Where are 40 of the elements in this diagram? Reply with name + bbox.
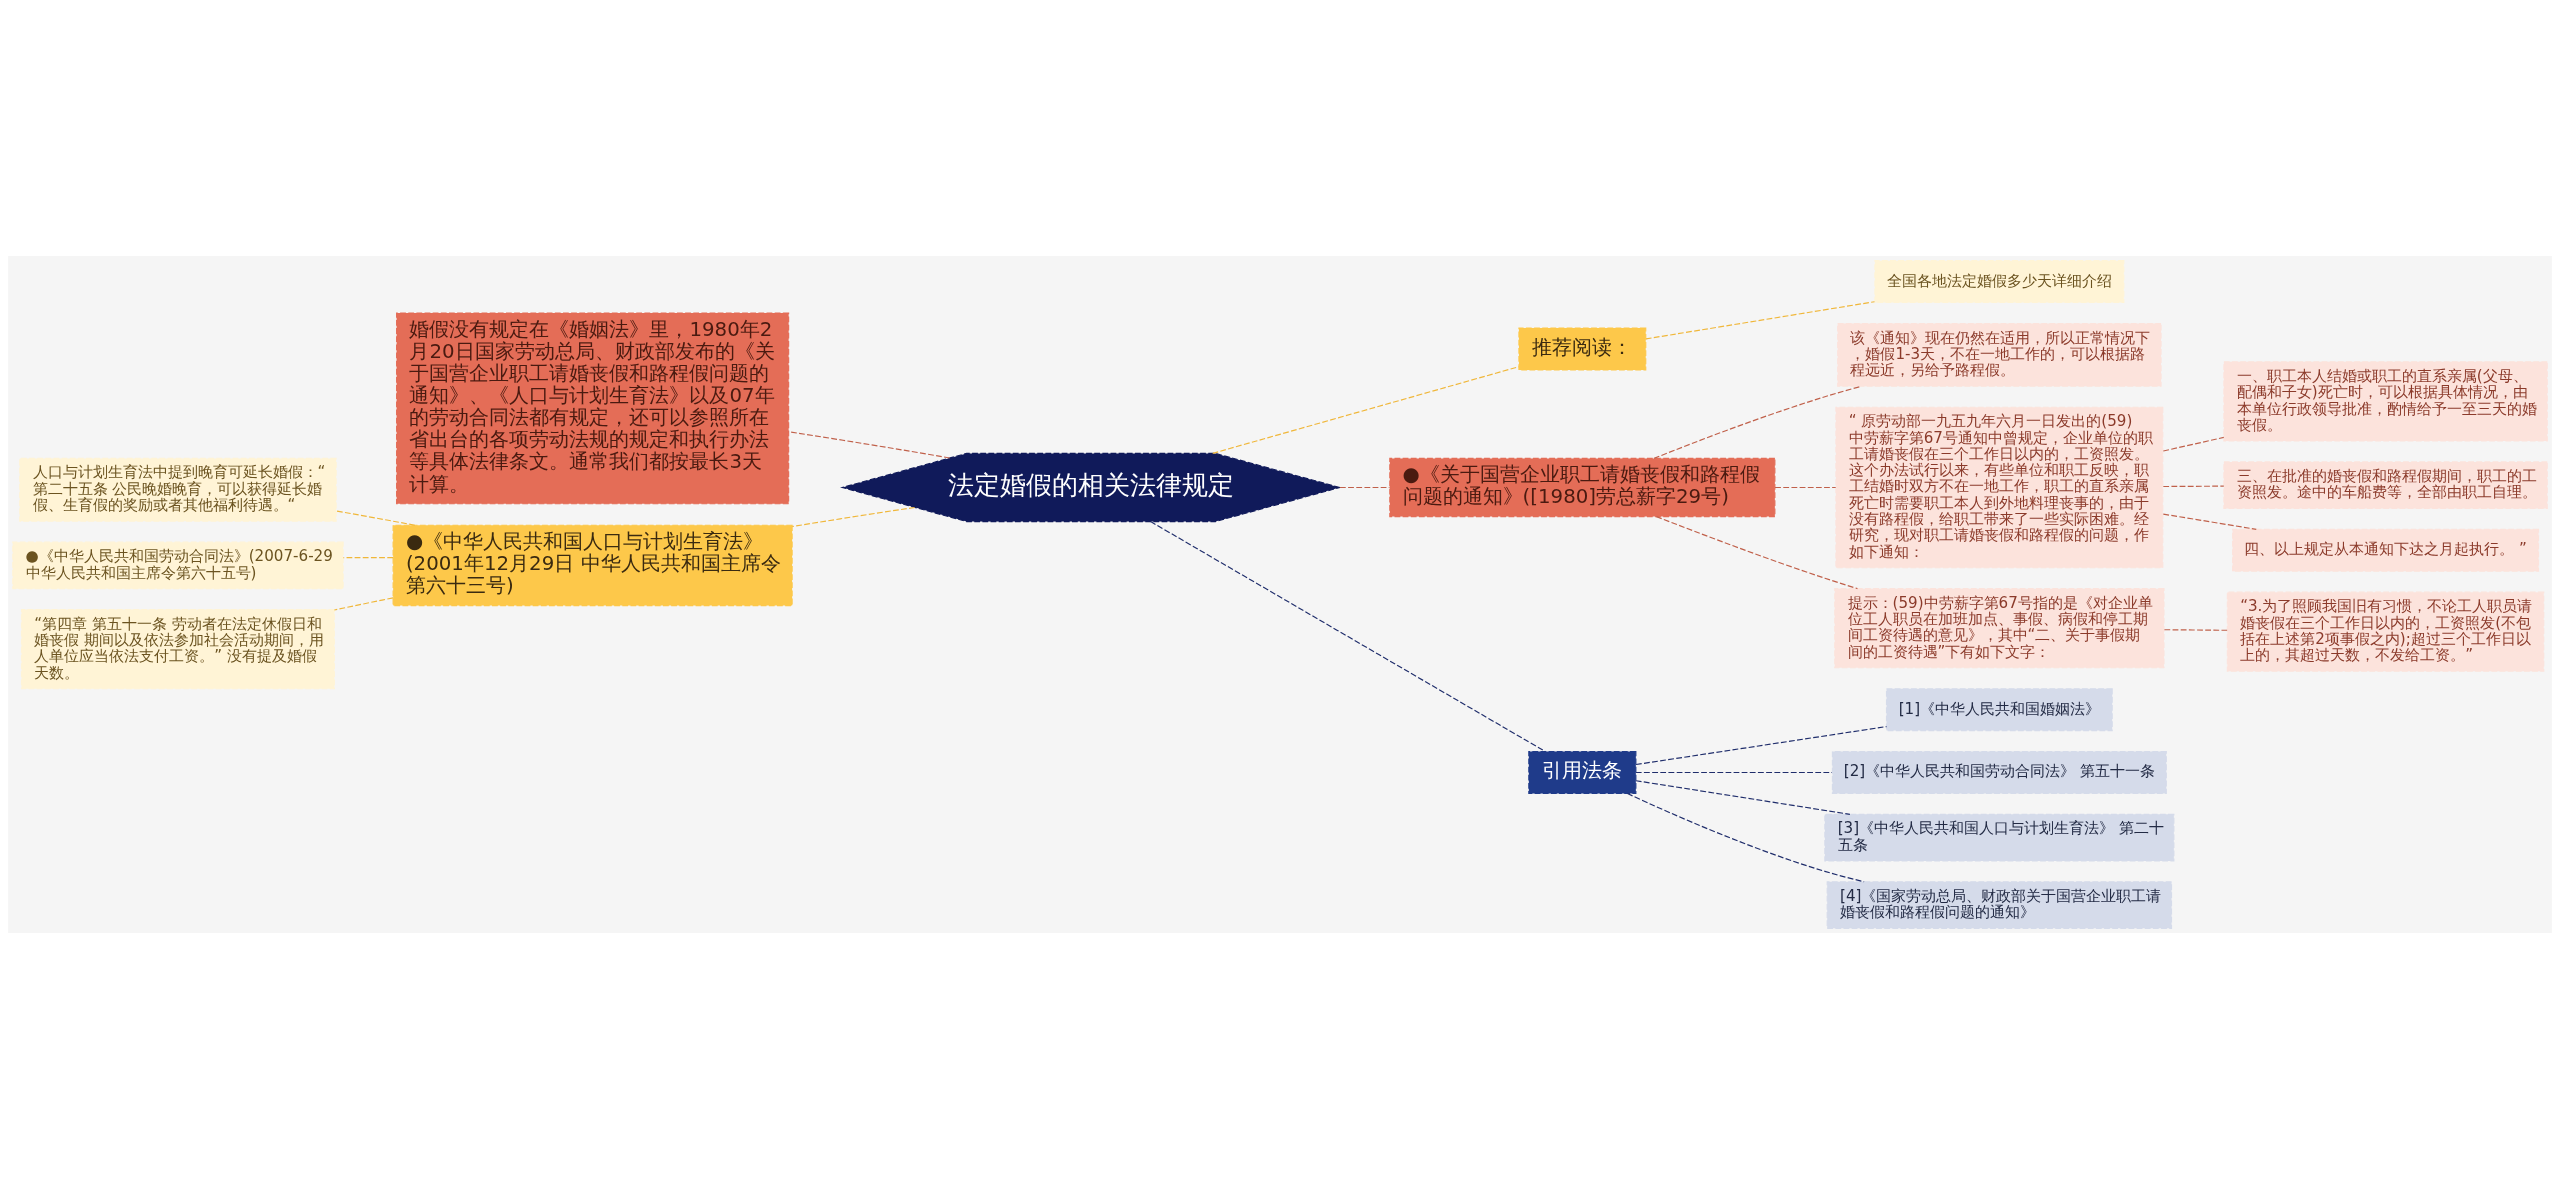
connector xyxy=(1212,366,1520,454)
node-box: 一、职工本人结婚或职工的直系亲属(父母、配偶和子女)死亡时，可以根据具体情况，由本单位行政领导批准，酌情给予一至三天的婚丧假。 xyxy=(2223,361,2548,442)
connector xyxy=(1150,521,1546,753)
node-box: ●《中华人民共和国劳动合同法》(2007-6-29 中华人民共和国主席令第六十五号) xyxy=(12,541,344,590)
connector xyxy=(1655,516,1859,590)
node-box: 人口与计划生育法中提到晚育可延长婚假：“第二十五条 公民晚婚晚育，可以获得延长婚假、生育假的奖励或者其他福利待遇。“ xyxy=(19,457,337,522)
connector xyxy=(333,597,394,611)
node-box: 全国各地法定婚假多少天详细介绍 xyxy=(1874,260,2125,304)
connector xyxy=(1635,780,1851,815)
node-box: [4]《国家劳动总局、财政部关于国营企业职工请婚丧假和路程假问题的通知》 xyxy=(1826,881,2173,929)
connector xyxy=(335,510,416,526)
node-box: ●《关于国营企业职工请婚丧假和路程假问题的通知》([1980]劳总薪字29号) xyxy=(1389,457,1776,518)
node-box: 推荐阅读： xyxy=(1518,327,1647,371)
connector xyxy=(1645,301,1876,340)
node-box: [3]《中华人民共和国人口与计划生育法》 第二十五条 xyxy=(1824,813,2175,862)
node-box: “3.为了照顾我国旧有习惯，不论工人职员请婚丧假在三个工作日以内的，工资照发(不包括在上述第2项事假之内);超过三个工作日以上的，其超过天数，不发给工资。” xyxy=(2226,591,2545,672)
node-box: 引用法条 xyxy=(1528,750,1637,794)
connector xyxy=(1774,486,1837,489)
node-box: 三、在批准的婚丧假和路程假期间，职工的工资照发。途中的车船费等，全部由职工自理。 xyxy=(2223,461,2548,509)
connector xyxy=(1635,726,1888,766)
connector xyxy=(2162,485,2225,488)
connector xyxy=(1635,771,1833,774)
connector xyxy=(1626,792,1865,883)
connector xyxy=(2162,513,2257,530)
connector xyxy=(1339,486,1391,489)
connector xyxy=(342,557,394,559)
node-box: 四、以上规定从本通知下达之月起执行。 ” xyxy=(2232,528,2540,572)
node-box: 婚假没有规定在《婚姻法》里，1980年2月20日国家劳动总局、财政部发布的《关于国营企业职工请婚丧假和路程假问题的通知》、《人口与计划生育法》以及07年的劳动合同法都有规定，还可以参照所在省出台的各项劳动法规的规定和执行办法等具体法律条文。通常我们都按最长3天计算。 xyxy=(396,312,790,505)
connector xyxy=(2163,629,2228,631)
node-box: [2]《中华人民共和国劳动合同法》 第五十一条 xyxy=(1831,750,2167,794)
connector xyxy=(791,506,916,528)
node-box: “ 原劳动部一九五九年六月一日发出的(59)中劳薪字第67号通知中曾规定，企业单位的职工请婚丧假在三个工作日以内的，工资照发。这个办法试行以来，有些单位和职工反映，职工结婚时双方不在一地工作，职工的直系亲属死亡时需要职工本人到外地料理丧事的，由于没有路程假，给职工带来了一些实际困难。经研究，现对职工请婚丧假和路程假的问题，作如下通知： xyxy=(1835,406,2164,569)
connector xyxy=(1653,385,1862,459)
node-box: 该《通知》现在仍然在适用，所以正常情况下，婚假1-3天，不在一地工作的，可以根据路程远近，另给予路程假。 xyxy=(1837,322,2162,387)
node-box: ●《中华人民共和国人口与计划生育法》(2001年12月29日 中华人民共和国主席令第六十三号) xyxy=(392,524,793,607)
node-box: “第四章 第五十一条 劳动者在法定休假日和婚丧假 期间以及依法参加社会活动期间，用人单位应当依法支付工资。” 没有提及婚假天数。 xyxy=(20,609,335,690)
connector xyxy=(2162,436,2225,452)
node-box: 提示：(59)中劳薪字第67号指的是《对企业单位工人职员在加班加点、事假、病假和停工期间工资待遇的意见》，其中“二、关于事假期间的工资待遇”下有如下文字： xyxy=(1834,588,2165,669)
node-box: [1]《中华人民共和国婚姻法》 xyxy=(1885,688,2113,732)
connector xyxy=(788,431,951,459)
